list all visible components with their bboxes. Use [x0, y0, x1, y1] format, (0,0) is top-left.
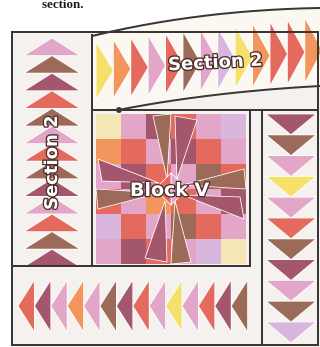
block-v-square: [121, 139, 146, 164]
block-v-square: [221, 239, 246, 264]
block-v-square: [121, 214, 146, 239]
block-v-square: [221, 139, 246, 164]
section-2-left-label: Section 2: [41, 115, 62, 210]
block-v-square: [121, 114, 146, 139]
block-v-square: [196, 239, 221, 264]
block-v-square: [121, 239, 146, 264]
block-v-square: [196, 114, 221, 139]
block-v-square: [221, 114, 246, 139]
block-v-square: [196, 139, 221, 164]
seam-marker-dot: [116, 107, 122, 113]
block-v-square: [196, 214, 221, 239]
block-v-square: [96, 214, 121, 239]
block-v-label: Block V: [130, 179, 210, 201]
block-v-square: [96, 239, 121, 264]
block-v-square: [96, 114, 121, 139]
